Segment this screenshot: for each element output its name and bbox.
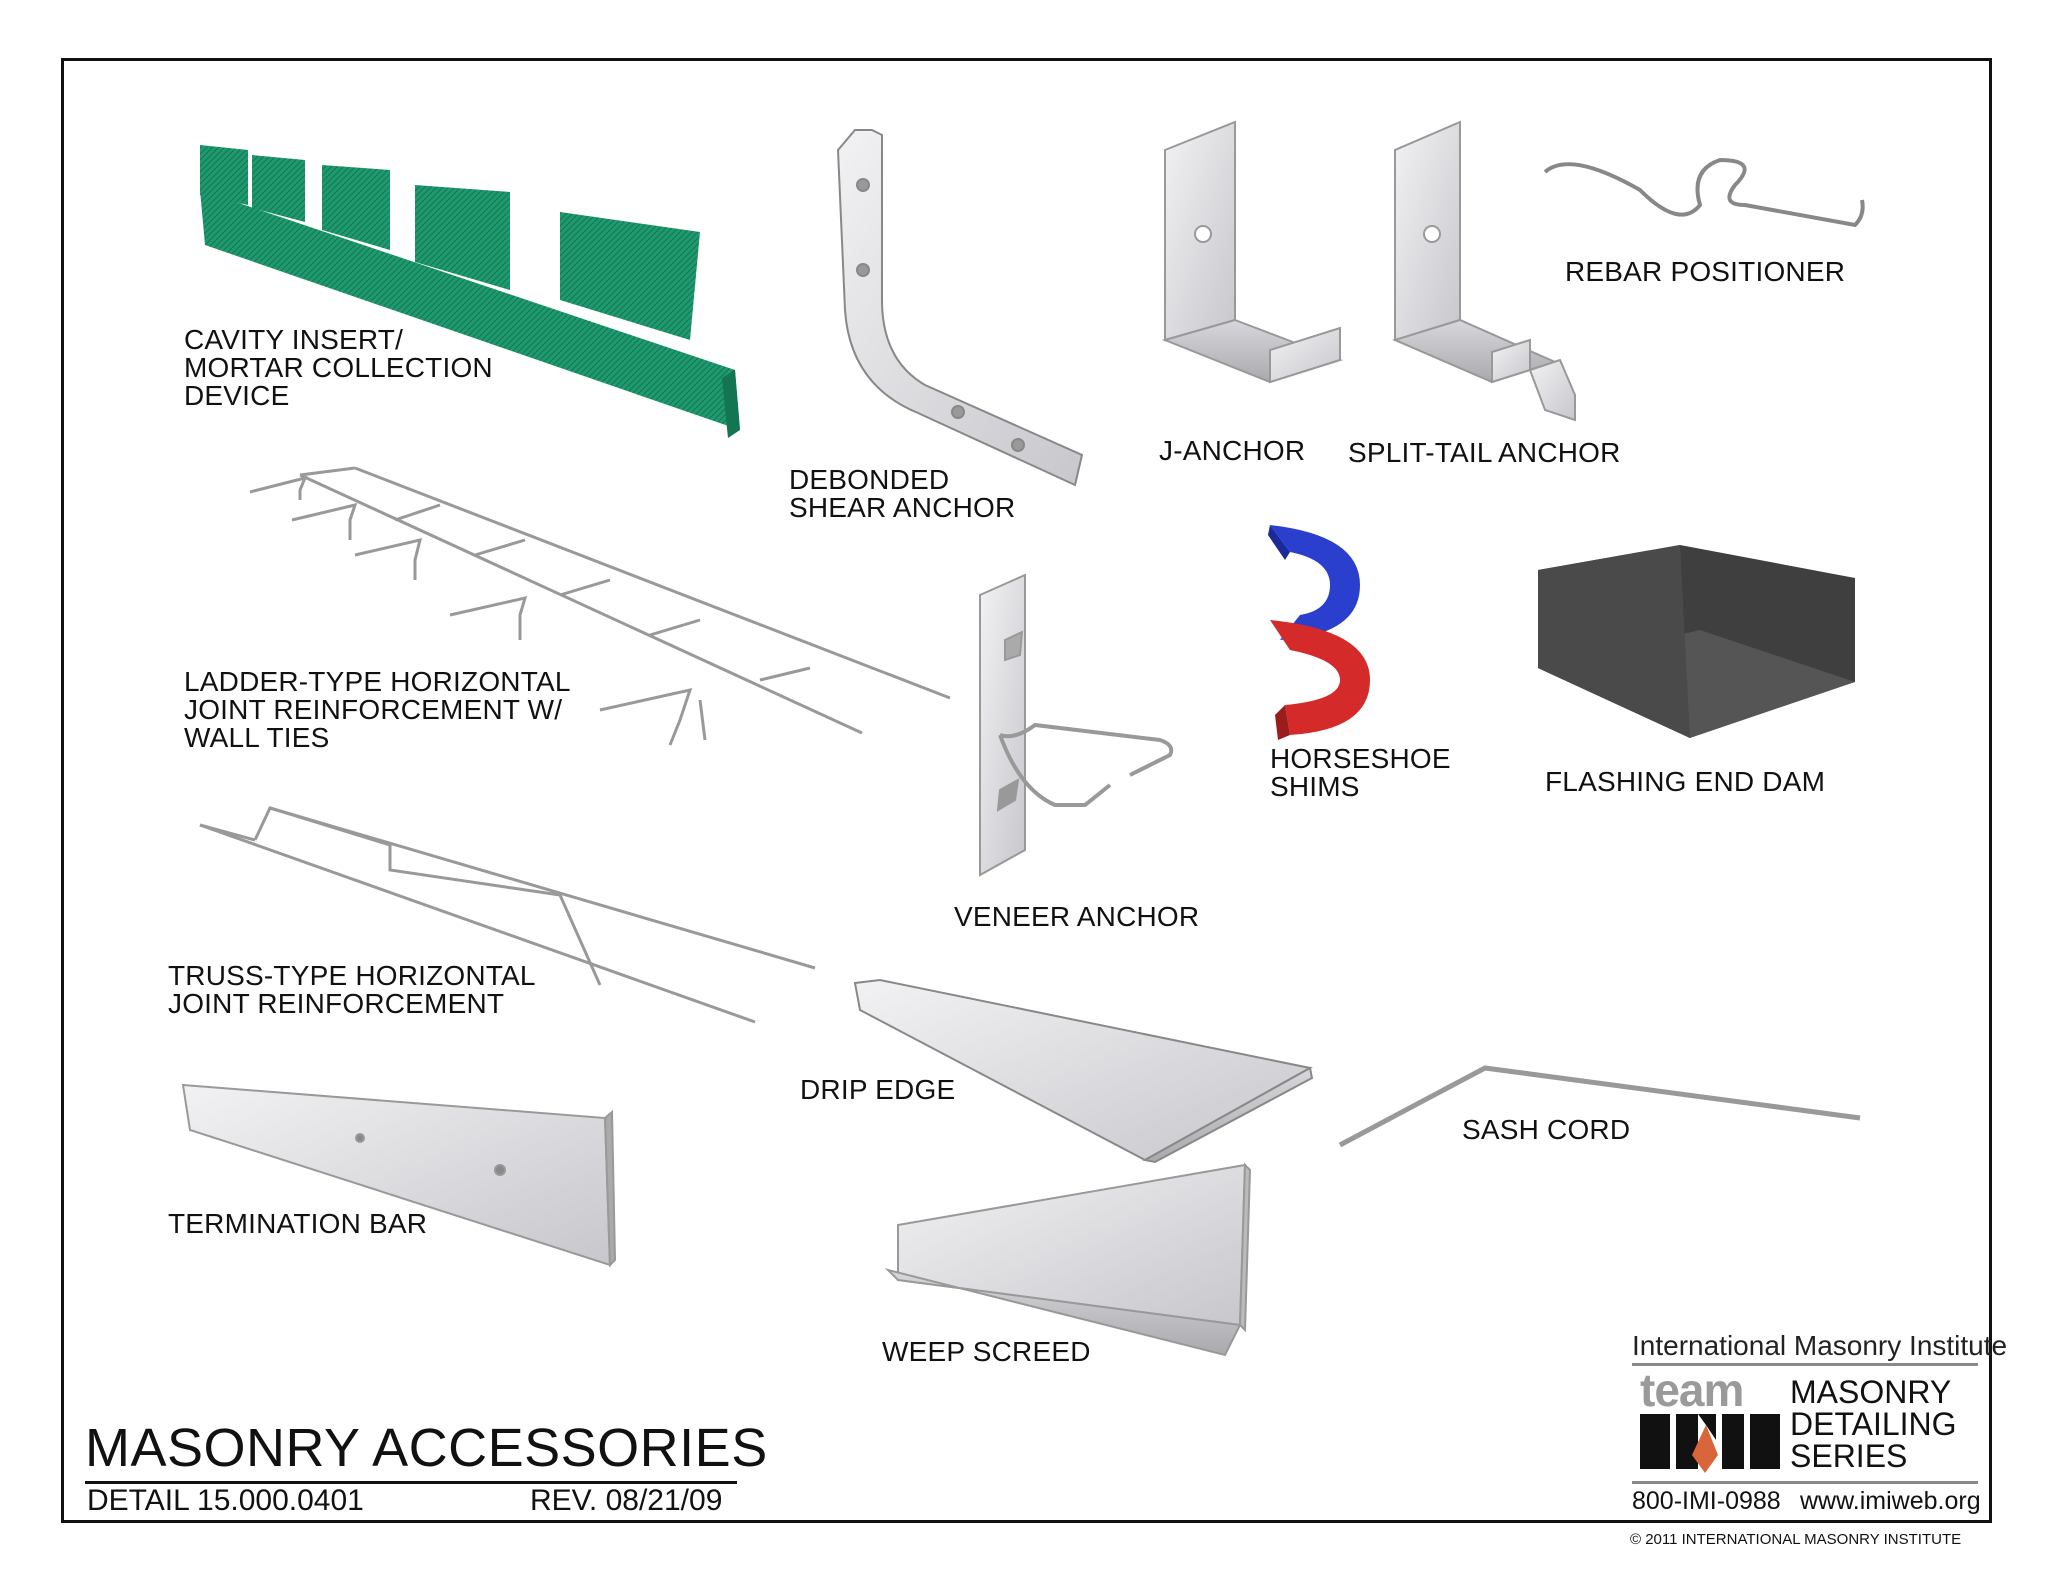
label-j-anchor: J-ANCHOR (1159, 435, 1306, 466)
label-ladder-reinforcement: LADDER-TYPE HORIZONTAL JOINT REINFORCEME… (184, 666, 571, 753)
debonded-shear-anchor-drawing (836, 129, 1084, 487)
weep-screed-drawing (884, 1162, 1252, 1357)
split-tail-anchor-drawing (1392, 120, 1576, 422)
logo-top-rule (1632, 1363, 1978, 1366)
label-sash-cord: SASH CORD (1462, 1114, 1631, 1145)
revision-date: REV. 08/21/09 (530, 1484, 723, 1517)
logo-team-wordmark: team (1640, 1364, 1744, 1416)
label-split-tail-anchor: SPLIT-TAIL ANCHOR (1348, 437, 1621, 468)
flashing-end-dam-drawing (1538, 545, 1855, 738)
label-veneer-anchor: VENEER ANCHOR (954, 901, 1200, 932)
label-rebar-positioner: REBAR POSITIONER (1565, 256, 1846, 287)
horseshoe-shims-drawing (1268, 525, 1370, 740)
sheet-title: MASONRY ACCESSORIES (85, 1418, 768, 1478)
logo-series-title: MASONRY DETAILING SERIES (1790, 1374, 1957, 1474)
logo-bottom-rule (1632, 1481, 1978, 1484)
logo-organization: International Masonry Institute (1632, 1330, 2008, 1361)
rebar-positioner-drawing (1543, 157, 1865, 228)
truss-reinforcement-drawing (199, 806, 816, 1024)
label-horseshoe-shims: HORSESHOE SHIMS (1270, 743, 1451, 802)
label-debonded-shear-anchor: DEBONDED SHEAR ANCHOR (789, 464, 1016, 523)
label-termination-bar: TERMINATION BAR (168, 1208, 428, 1239)
detail-number: DETAIL 15.000.0401 (87, 1484, 364, 1517)
label-weep-screed: WEEP SCREED (882, 1336, 1091, 1367)
label-truss-reinforcement: TRUSS-TYPE HORIZONTAL JOINT REINFORCEMEN… (168, 960, 536, 1019)
cavity-insert-drawing (200, 145, 740, 438)
logo-phone: 800-IMI-0988 (1632, 1487, 1781, 1515)
logo-website: www.imiweb.org (1800, 1487, 1981, 1515)
drip-edge-drawing (853, 978, 1314, 1164)
imi-logo-mark (1640, 1414, 1780, 1473)
label-flashing-end-dam: FLASHING END DAM (1545, 766, 1826, 797)
veneer-anchor-drawing (979, 573, 1174, 877)
title-underline (85, 1481, 737, 1484)
termination-bar-drawing (181, 1083, 617, 1268)
label-drip-edge: DRIP EDGE (800, 1074, 956, 1105)
copyright-notice: © 2011 INTERNATIONAL MASONRY INSTITUTE (1630, 1531, 1962, 1548)
j-anchor-drawing (1161, 120, 1344, 384)
ladder-reinforcement-drawing (249, 466, 951, 746)
sash-cord-drawing (1338, 1065, 1861, 1148)
label-cavity-insert: CAVITY INSERT/ MORTAR COLLECTION DEVICE (184, 324, 493, 411)
